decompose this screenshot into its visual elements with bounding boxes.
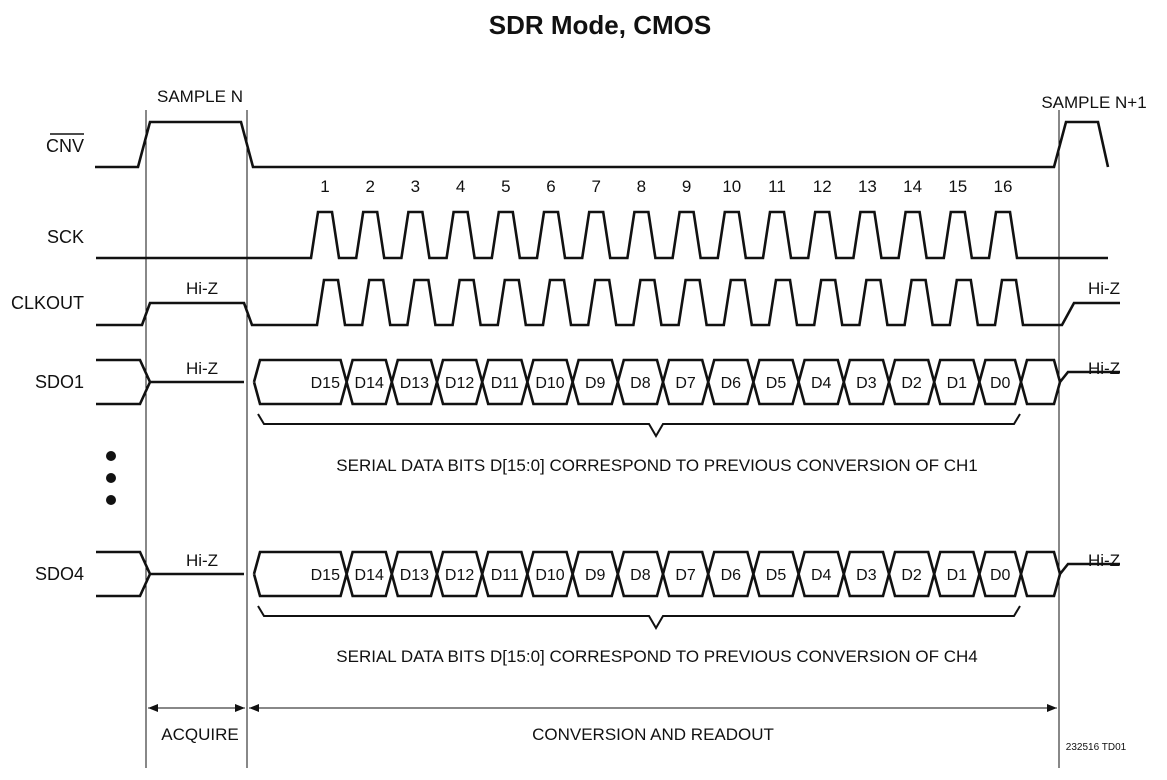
- sdo4-bit-label: D3: [856, 567, 877, 584]
- sdo4-bit-label: D0: [990, 567, 1011, 584]
- clock-number: 7: [591, 177, 600, 196]
- ellipsis-dot-3: [106, 495, 116, 505]
- sample-n1-label: SAMPLE N+1: [1041, 93, 1146, 112]
- sdo1-bit-label: D10: [535, 375, 564, 392]
- sck-waveform: [96, 210, 1108, 260]
- sdo4-bit-label: D2: [901, 567, 922, 584]
- sdo1-brace: [257, 413, 1021, 438]
- acquire-label: ACQUIRE: [161, 725, 238, 744]
- sdo4-label: SDO4: [35, 564, 84, 584]
- sdo4-bit-label: D4: [811, 567, 832, 584]
- clock-number: 2: [365, 177, 374, 196]
- clock-number: 12: [813, 177, 832, 196]
- sdo1-hiz-right: Hi-Z: [1088, 359, 1120, 378]
- sdo1-note: SERIAL DATA BITS D[15:0] CORRESPOND TO P…: [336, 456, 977, 475]
- sdo4-bit-label: D11: [491, 567, 519, 584]
- clkout-waveform: [96, 278, 1120, 327]
- cnv-label: CNV: [46, 136, 84, 156]
- clock-number: 1: [320, 177, 329, 196]
- diagram-title: SDR Mode, CMOS: [489, 10, 711, 40]
- sdo4-bit-label: D14: [355, 567, 384, 584]
- sample-n-label: SAMPLE N: [157, 87, 243, 106]
- clock-number: 3: [411, 177, 420, 196]
- sdo4-bit-label: D5: [766, 567, 787, 584]
- conversion-arrow: [249, 704, 1057, 712]
- acquire-arrow: [148, 704, 245, 712]
- sdo1-bus: D15 D14 D13 D12 D11 D10 D9 D8 D7 D6 D5 D4 D3 D2 D1 D0: [96, 358, 1120, 406]
- ellipsis-dot-2: [106, 473, 116, 483]
- sdo4-bit-label: D9: [585, 567, 606, 584]
- sdo1-bus-acquire-segment: [96, 358, 244, 406]
- sdo4-bus-outline: [252, 550, 1120, 598]
- clkout-hiz-left: Hi-Z: [186, 279, 218, 298]
- sdo1-hiz-left: Hi-Z: [186, 359, 218, 378]
- sdo4-bit-label: D7: [675, 567, 696, 584]
- cnv-waveform: [95, 120, 1110, 169]
- clock-number: 13: [858, 177, 877, 196]
- sdo1-bit-label: D1: [947, 375, 968, 392]
- sdo1-bit-label: D0: [990, 375, 1011, 392]
- sdo1-bit-label: D6: [721, 375, 742, 392]
- sdo1-bus-outline: [252, 358, 1120, 406]
- sdo1-bit-label: D5: [766, 375, 787, 392]
- sdo1-label: SDO1: [35, 372, 84, 392]
- clock-number: 5: [501, 177, 510, 196]
- sdo1-bit-label: D8: [630, 375, 651, 392]
- sdo1-bit-label: D7: [675, 375, 696, 392]
- clock-number: 16: [994, 177, 1013, 196]
- sdo4-bus: D15 D14 D13 D12 D11 D10 D9 D8 D7 D6 D5 D4 D3 D2 D1 D0: [96, 550, 1120, 598]
- sdo1-bit-label: D4: [811, 375, 832, 392]
- clock-number: 9: [682, 177, 691, 196]
- figure-id: 232516 TD01: [1066, 742, 1127, 753]
- sdo4-bit-label: D15: [311, 567, 340, 584]
- clock-number: 6: [546, 177, 555, 196]
- sdo4-bus-acquire-segment: [96, 550, 244, 598]
- clkout-label: CLKOUT: [11, 293, 84, 313]
- clock-number: 4: [456, 177, 465, 196]
- sdo1-bit-label: D15: [311, 375, 340, 392]
- sdo1-bit-label: D11: [491, 375, 519, 392]
- clock-number: 15: [948, 177, 967, 196]
- sdo4-bit-label: D10: [535, 567, 564, 584]
- sdo4-brace: [257, 605, 1021, 630]
- sdo4-hiz-right: Hi-Z: [1088, 551, 1120, 570]
- clock-number: 8: [637, 177, 646, 196]
- sdo4-bit-label: D8: [630, 567, 651, 584]
- sdo4-bit-label: D12: [445, 567, 474, 584]
- sdo4-bit-label: D6: [721, 567, 742, 584]
- clock-number: 11: [768, 177, 786, 196]
- sdo4-bit-label: D13: [400, 567, 429, 584]
- sdo1-bit-label: D12: [445, 375, 474, 392]
- sdo1-bit-label: D14: [355, 375, 384, 392]
- conversion-label: CONVERSION AND READOUT: [532, 725, 774, 744]
- sdo4-hiz-left: Hi-Z: [186, 551, 218, 570]
- clock-number: 14: [903, 177, 922, 196]
- sdo4-note: SERIAL DATA BITS D[15:0] CORRESPOND TO P…: [336, 647, 977, 666]
- ellipsis-dot-1: [106, 451, 116, 461]
- sdo4-bit-label: D1: [947, 567, 968, 584]
- sdo1-bit-label: D3: [856, 375, 877, 392]
- clkout-hiz-right: Hi-Z: [1088, 279, 1120, 298]
- sck-label: SCK: [47, 227, 84, 247]
- sdo1-bit-label: D13: [400, 375, 429, 392]
- sdo1-bit-label: D9: [585, 375, 606, 392]
- sdo1-bit-label: D2: [901, 375, 922, 392]
- clock-number: 10: [722, 177, 741, 196]
